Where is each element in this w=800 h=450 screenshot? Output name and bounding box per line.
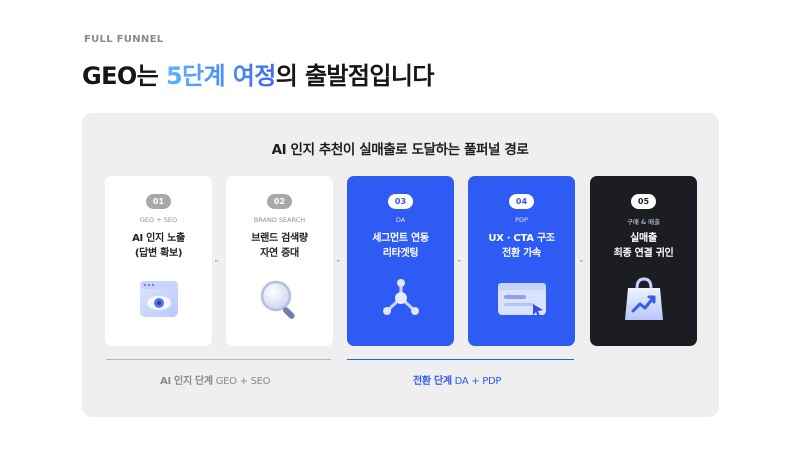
- step-label: 브랜드 검색량 자연 증대: [251, 233, 308, 259]
- step-card-3: 03 DA 세그먼트 연동 리타겟팅: [347, 176, 454, 346]
- awareness-phase-line: [106, 359, 331, 360]
- step-number: 02: [267, 194, 292, 209]
- step-label: AI 인지 노출 (답변 확보): [132, 233, 185, 259]
- step-card-2: 02 BRAND SEARCH 브랜드 검색량 자연 증대: [226, 176, 333, 346]
- page-title: GEO는 5단계 여정의 출발점입니다: [82, 56, 434, 91]
- step-label: 실매출 최종 연결 귀인: [613, 233, 674, 259]
- flow-arrow-icon: ►: [337, 258, 341, 264]
- flow-arrow-icon: ►: [215, 258, 219, 264]
- step-tag: GEO + SEO: [139, 216, 178, 224]
- conversion-phase-label: 전환 단계 DA + PDP: [413, 376, 502, 387]
- step-number: 05: [631, 194, 656, 209]
- step-label: UX · CTA 구조 전환 가속: [488, 233, 555, 259]
- conversion-phase-line: [347, 359, 574, 360]
- step-tag: DA: [395, 216, 406, 224]
- step-tag: PDP: [515, 216, 528, 224]
- shopping-bag-growth-icon: [619, 276, 669, 322]
- browser-eye-icon: [134, 276, 184, 322]
- flow-arrow-icon: ►: [458, 258, 462, 264]
- section-eyebrow: FULL FUNNEL: [84, 34, 164, 45]
- step-tag: 구매 & 매출: [626, 218, 661, 226]
- awareness-phase-label: AI 인지 단계 GEO + SEO: [160, 376, 271, 387]
- step-card-1: 01 GEO + SEO AI 인지 노출 (답변 확보): [105, 176, 212, 346]
- step-tag: BRAND SEARCH: [253, 216, 306, 224]
- cursor-window-icon: [497, 276, 547, 322]
- step-number: 04: [509, 194, 534, 209]
- panel-title: AI 인지 추천이 실매출로 도달하는 풀퍼널 경로: [271, 142, 529, 158]
- step-card-4: 04 PDP UX · CTA 구조 전환 가속: [468, 176, 575, 346]
- title-prefix: GEO는: [82, 62, 166, 90]
- step-number: 03: [388, 194, 413, 209]
- network-node-icon: [376, 276, 426, 322]
- step-card-5: 05 구매 & 매출 실매출 최종 연결 귀인: [590, 176, 697, 346]
- step-label: 세그먼트 연동 리타겟팅: [372, 233, 429, 259]
- title-highlight: 5단계 여정: [165, 62, 276, 90]
- step-number: 01: [146, 194, 171, 209]
- flow-arrow-icon: ►: [580, 258, 584, 264]
- title-suffix: 의 출발점입니다: [275, 62, 435, 90]
- magnifier-icon: [255, 276, 305, 322]
